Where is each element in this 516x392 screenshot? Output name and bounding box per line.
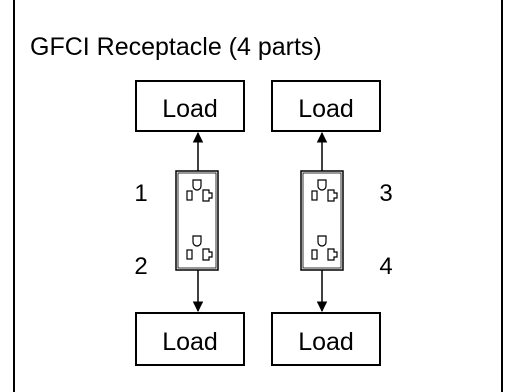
slot-icon (311, 190, 318, 201)
load-label: Load (162, 95, 218, 123)
receptacle-left (175, 170, 219, 271)
load-box-top-right: Load (271, 80, 381, 132)
diagram-title: GFCI Receptacle (4 parts) (30, 33, 322, 61)
part-label-3: 3 (379, 180, 392, 207)
slot-icon (202, 189, 213, 202)
part-label-4: 4 (379, 253, 392, 280)
diagram-frame (13, 0, 503, 392)
ground-slot-icon (192, 179, 202, 191)
load-label: Load (162, 328, 218, 356)
slot-icon (311, 249, 318, 260)
ground-slot-icon (192, 235, 202, 247)
receptacle-right (300, 170, 344, 271)
slot-icon (186, 190, 193, 201)
slot-icon (327, 189, 338, 202)
load-box-bottom-right: Load (271, 312, 381, 366)
ground-slot-icon (317, 235, 327, 247)
load-box-top-left: Load (135, 80, 245, 132)
load-label: Load (298, 328, 354, 356)
part-label-2: 2 (134, 253, 147, 280)
slot-icon (327, 248, 338, 261)
ground-slot-icon (317, 179, 327, 191)
load-box-bottom-left: Load (135, 312, 245, 366)
slot-icon (186, 249, 193, 260)
part-label-1: 1 (134, 180, 147, 207)
load-label: Load (298, 95, 354, 123)
slot-icon (202, 248, 213, 261)
